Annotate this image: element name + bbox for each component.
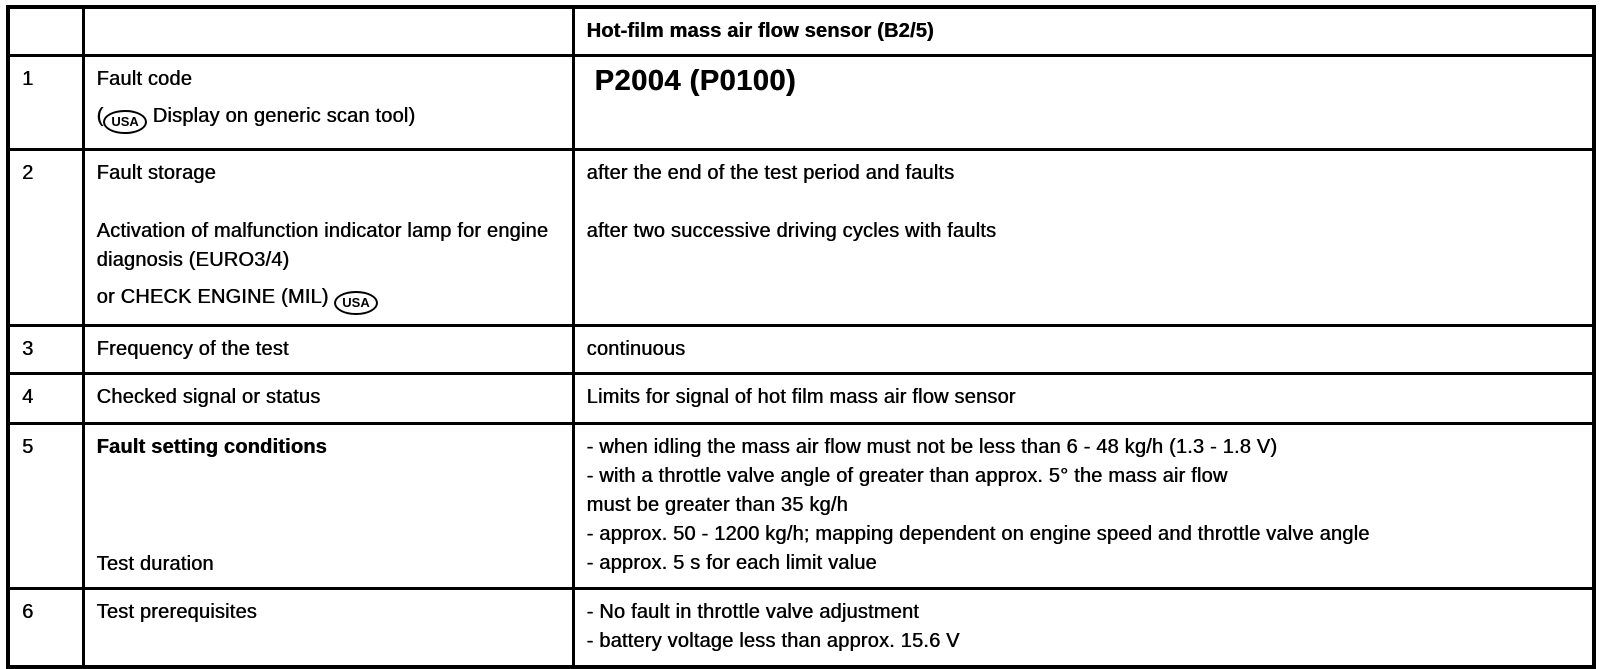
row-number: 4 — [6, 372, 85, 425]
fault-storage-label: Fault storage — [96, 162, 216, 184]
test-prerequisites-value-cell: - No fault in throttle valve adjustment … — [571, 587, 1596, 668]
usa-badge-icon: USA — [103, 110, 147, 134]
table-row-fault-setting: 5 Fault setting conditions Test duration… — [6, 422, 1596, 590]
checked-signal-label-cell: Checked signal or status — [81, 372, 575, 425]
test-duration-label: Test duration — [96, 553, 214, 575]
table-row-test-prerequisites: 6 Test prerequisites - No fault in throt… — [6, 587, 1596, 668]
fault-storage-value: after the end of the test period and fau… — [586, 162, 955, 184]
fault-code-label: Fault code — [96, 68, 192, 90]
header-cell-empty-label — [81, 5, 575, 57]
fault-code-label-cell: Fault code (USA Display on generic scan … — [81, 54, 575, 151]
condition-line: - with a throttle valve angle of greater… — [586, 465, 1228, 487]
mil-activation-value: after two successive driving cycles with… — [586, 220, 997, 242]
prerequisite-line: - battery voltage less than approx. 15.6… — [586, 630, 960, 652]
condition-line: - approx. 50 - 1200 kg/h; mapping depend… — [586, 523, 1370, 545]
fault-setting-label-cell: Fault setting conditions Test duration — [81, 422, 575, 590]
prerequisite-line: - No fault in throttle valve adjustment — [586, 601, 919, 623]
header-cell-title: Hot-film mass air flow sensor (B2/5) — [571, 5, 1596, 57]
header-cell-empty-num — [6, 5, 85, 57]
frequency-label-cell: Frequency of the test — [81, 324, 575, 375]
row-number: 3 — [6, 324, 85, 375]
frequency-value-cell: continuous — [571, 324, 1596, 375]
table-row-fault-code: 1 Fault code (USA Display on generic sca… — [6, 54, 1596, 151]
test-prerequisites-label-cell: Test prerequisites — [81, 587, 575, 668]
usa-badge-icon: USA — [334, 291, 378, 315]
fault-setting-label: Fault setting conditions — [96, 436, 327, 458]
row-number: 1 — [6, 54, 85, 151]
condition-line: - approx. 5 s for each limit value — [586, 552, 877, 574]
fault-storage-value-cell: after the end of the test period and fau… — [571, 148, 1596, 327]
table-row-checked-signal: 4 Checked signal or status Limits for si… — [6, 372, 1596, 425]
condition-line: - when idling the mass air flow must not… — [586, 436, 1278, 458]
fault-code-diagnostic-table: Hot-film mass air flow sensor (B2/5) 1 F… — [6, 5, 1596, 669]
checked-signal-value-cell: Limits for signal of hot film mass air f… — [571, 372, 1596, 425]
fault-storage-label-cell: Fault storage Activation of malfunction … — [81, 148, 575, 327]
table-row-frequency: 3 Frequency of the test continuous — [6, 324, 1596, 375]
fault-code-value: P2004 (P0100) — [594, 65, 797, 97]
mil-activation-label: Activation of malfunction indicator lamp… — [96, 220, 549, 271]
row-number: 5 — [6, 422, 85, 590]
check-engine-label: or CHECK ENGINE (MIL) USA — [97, 283, 562, 315]
table-row-header: Hot-film mass air flow sensor (B2/5) — [6, 5, 1596, 57]
sensor-title: Hot-film mass air flow sensor (B2/5) — [586, 20, 934, 42]
row-number: 6 — [6, 587, 85, 668]
condition-line: must be greater than 35 kg/h — [586, 494, 848, 516]
fault-code-value-cell: P2004 (P0100) — [571, 54, 1596, 151]
row-number: 2 — [6, 148, 85, 327]
fault-code-sublabel: (USA Display on generic scan tool) — [97, 102, 562, 134]
table-row-fault-storage: 2 Fault storage Activation of malfunctio… — [6, 148, 1596, 327]
fault-setting-value-cell: - when idling the mass air flow must not… — [571, 422, 1596, 590]
